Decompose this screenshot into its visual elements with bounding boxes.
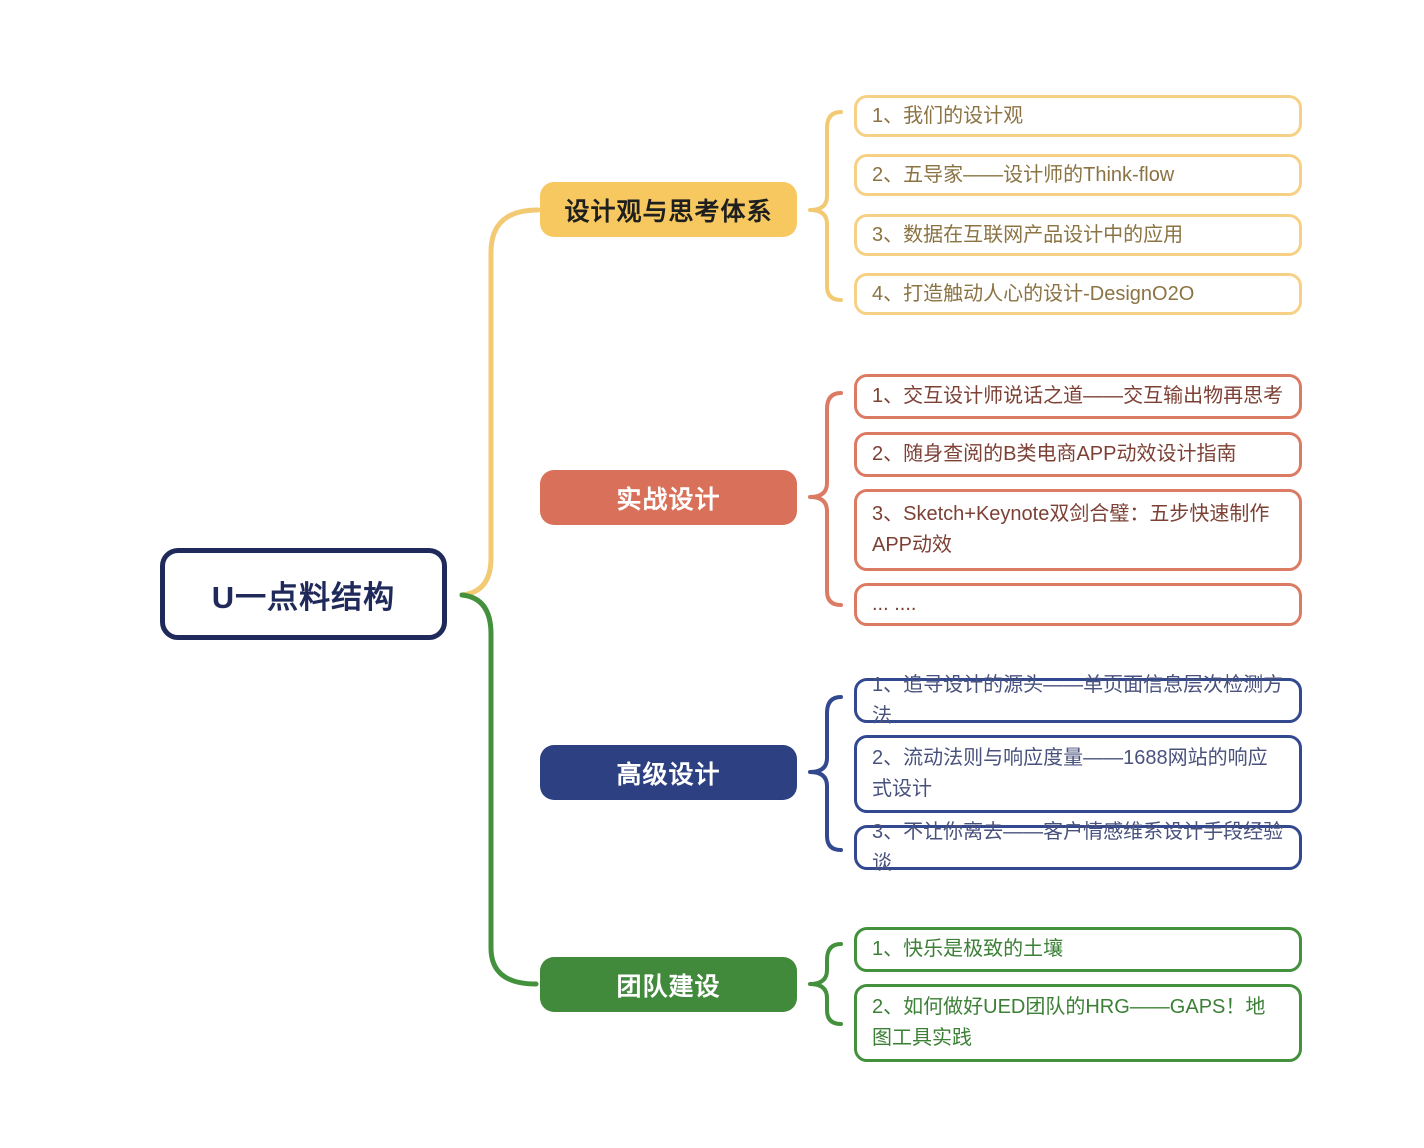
brace-design-philosophy bbox=[808, 110, 843, 302]
topic-text: 1、快乐是极致的土壤 bbox=[872, 938, 1064, 960]
topic-item: 1、交互设计师说话之道——交互输出物再思考 bbox=[854, 374, 1302, 419]
branch-node-advanced-design: 高级设计 bbox=[540, 745, 797, 800]
topic-text: 3、Sketch+Keynote双剑合璧：五步快速制作APP动效 bbox=[872, 503, 1270, 556]
topic-item: 3、不让你离去——客户情感维系设计手段经验谈 bbox=[854, 821, 1302, 874]
topic-item: 3、数据在互联网产品设计中的应用 bbox=[854, 214, 1302, 256]
branch-node-design-philosophy: 设计观与思考体系 bbox=[540, 182, 797, 237]
topic-text: 2、流动法则与响应度量——1688网站的响应式设计 bbox=[872, 747, 1268, 800]
topic-text: 1、追寻设计的源头——单页面信息层次检测方法 bbox=[872, 673, 1284, 727]
topic-item: 1、追寻设计的源头——单页面信息层次检测方法 bbox=[854, 674, 1302, 727]
brace-advanced-design bbox=[808, 695, 843, 852]
topic-item: ... .... bbox=[854, 583, 1302, 626]
branch-label: 团队建设 bbox=[616, 972, 721, 1001]
root-node: U一点料结构 bbox=[160, 548, 447, 640]
branch-label: 高级设计 bbox=[616, 760, 721, 789]
topic-text: 3、数据在互联网产品设计中的应用 bbox=[872, 223, 1184, 246]
topic-text: ... .... bbox=[872, 593, 917, 615]
topic-item: 1、我们的设计观 bbox=[854, 95, 1302, 137]
topic-text: 3、不让你离去——客户情感维系设计手段经验谈 bbox=[872, 820, 1284, 874]
topic-text: 4、打造触动人心的设计-DesignO2O bbox=[872, 282, 1195, 305]
topic-text: 1、交互设计师说话之道——交互输出物再思考 bbox=[872, 385, 1284, 407]
branch-label: 设计观与思考体系 bbox=[564, 197, 773, 226]
topic-item: 2、随身查阅的B类电商APP动效设计指南 bbox=[854, 432, 1302, 477]
brace-practical-design bbox=[808, 391, 843, 607]
topic-item: 2、如何做好UED团队的HRG——GAPS！地图工具实践 bbox=[854, 984, 1302, 1062]
root-connector-bottom bbox=[459, 592, 539, 987]
root-connector-top bbox=[459, 207, 541, 598]
topic-text: 2、随身查阅的B类电商APP动效设计指南 bbox=[872, 443, 1237, 465]
branch-node-team-building: 团队建设 bbox=[540, 957, 797, 1012]
topic-text: 2、如何做好UED团队的HRG——GAPS！地图工具实践 bbox=[872, 996, 1266, 1049]
brace-team-building bbox=[808, 942, 843, 1026]
branch-node-practical-design: 实战设计 bbox=[540, 470, 797, 525]
branch-label: 实战设计 bbox=[616, 485, 721, 514]
root-label: U一点料结构 bbox=[211, 579, 396, 615]
topic-text: 2、五导家——设计师的Think-flow bbox=[872, 163, 1175, 186]
topic-item: 2、五导家——设计师的Think-flow bbox=[854, 154, 1302, 196]
topic-item: 4、打造触动人心的设计-DesignO2O bbox=[854, 273, 1302, 315]
topic-item: 1、快乐是极致的土壤 bbox=[854, 927, 1302, 972]
topic-item: 2、流动法则与响应度量——1688网站的响应式设计 bbox=[854, 735, 1302, 813]
topic-item: 3、Sketch+Keynote双剑合璧：五步快速制作APP动效 bbox=[854, 489, 1302, 571]
topic-text: 1、我们的设计观 bbox=[872, 104, 1024, 127]
